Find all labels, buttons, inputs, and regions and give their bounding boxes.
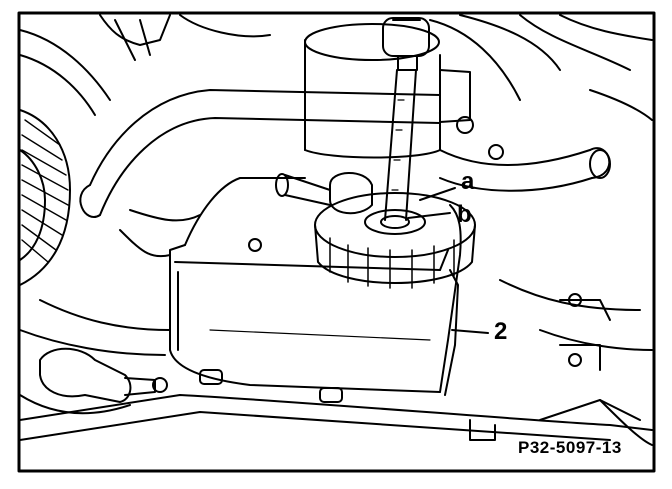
measuring-dipstick (382, 17, 430, 221)
right-pipe (439, 147, 611, 192)
callout-label-b: b (457, 201, 472, 228)
reservoir-cap (314, 192, 476, 289)
figure-reference-number: P32-5097-13 (518, 438, 622, 457)
filler-knob (275, 172, 373, 215)
background-engine-parts (19, 14, 653, 446)
callout-a-leader (419, 187, 456, 201)
front-panel (19, 369, 653, 441)
right-bracket-bolts (539, 293, 641, 421)
callout-label-a: a (461, 168, 475, 195)
coolant-pipe (79, 89, 441, 258)
callout-2-leader (451, 329, 489, 334)
ribbed-intake-hose (19, 109, 71, 286)
figure-border (17, 11, 656, 473)
fluid-reservoir-body (169, 177, 462, 396)
callout-label-2: 2 (494, 318, 508, 345)
callout-b-leader (407, 212, 451, 219)
rear-cylinder-unit (304, 23, 504, 160)
sensor-connector (19, 347, 168, 415)
